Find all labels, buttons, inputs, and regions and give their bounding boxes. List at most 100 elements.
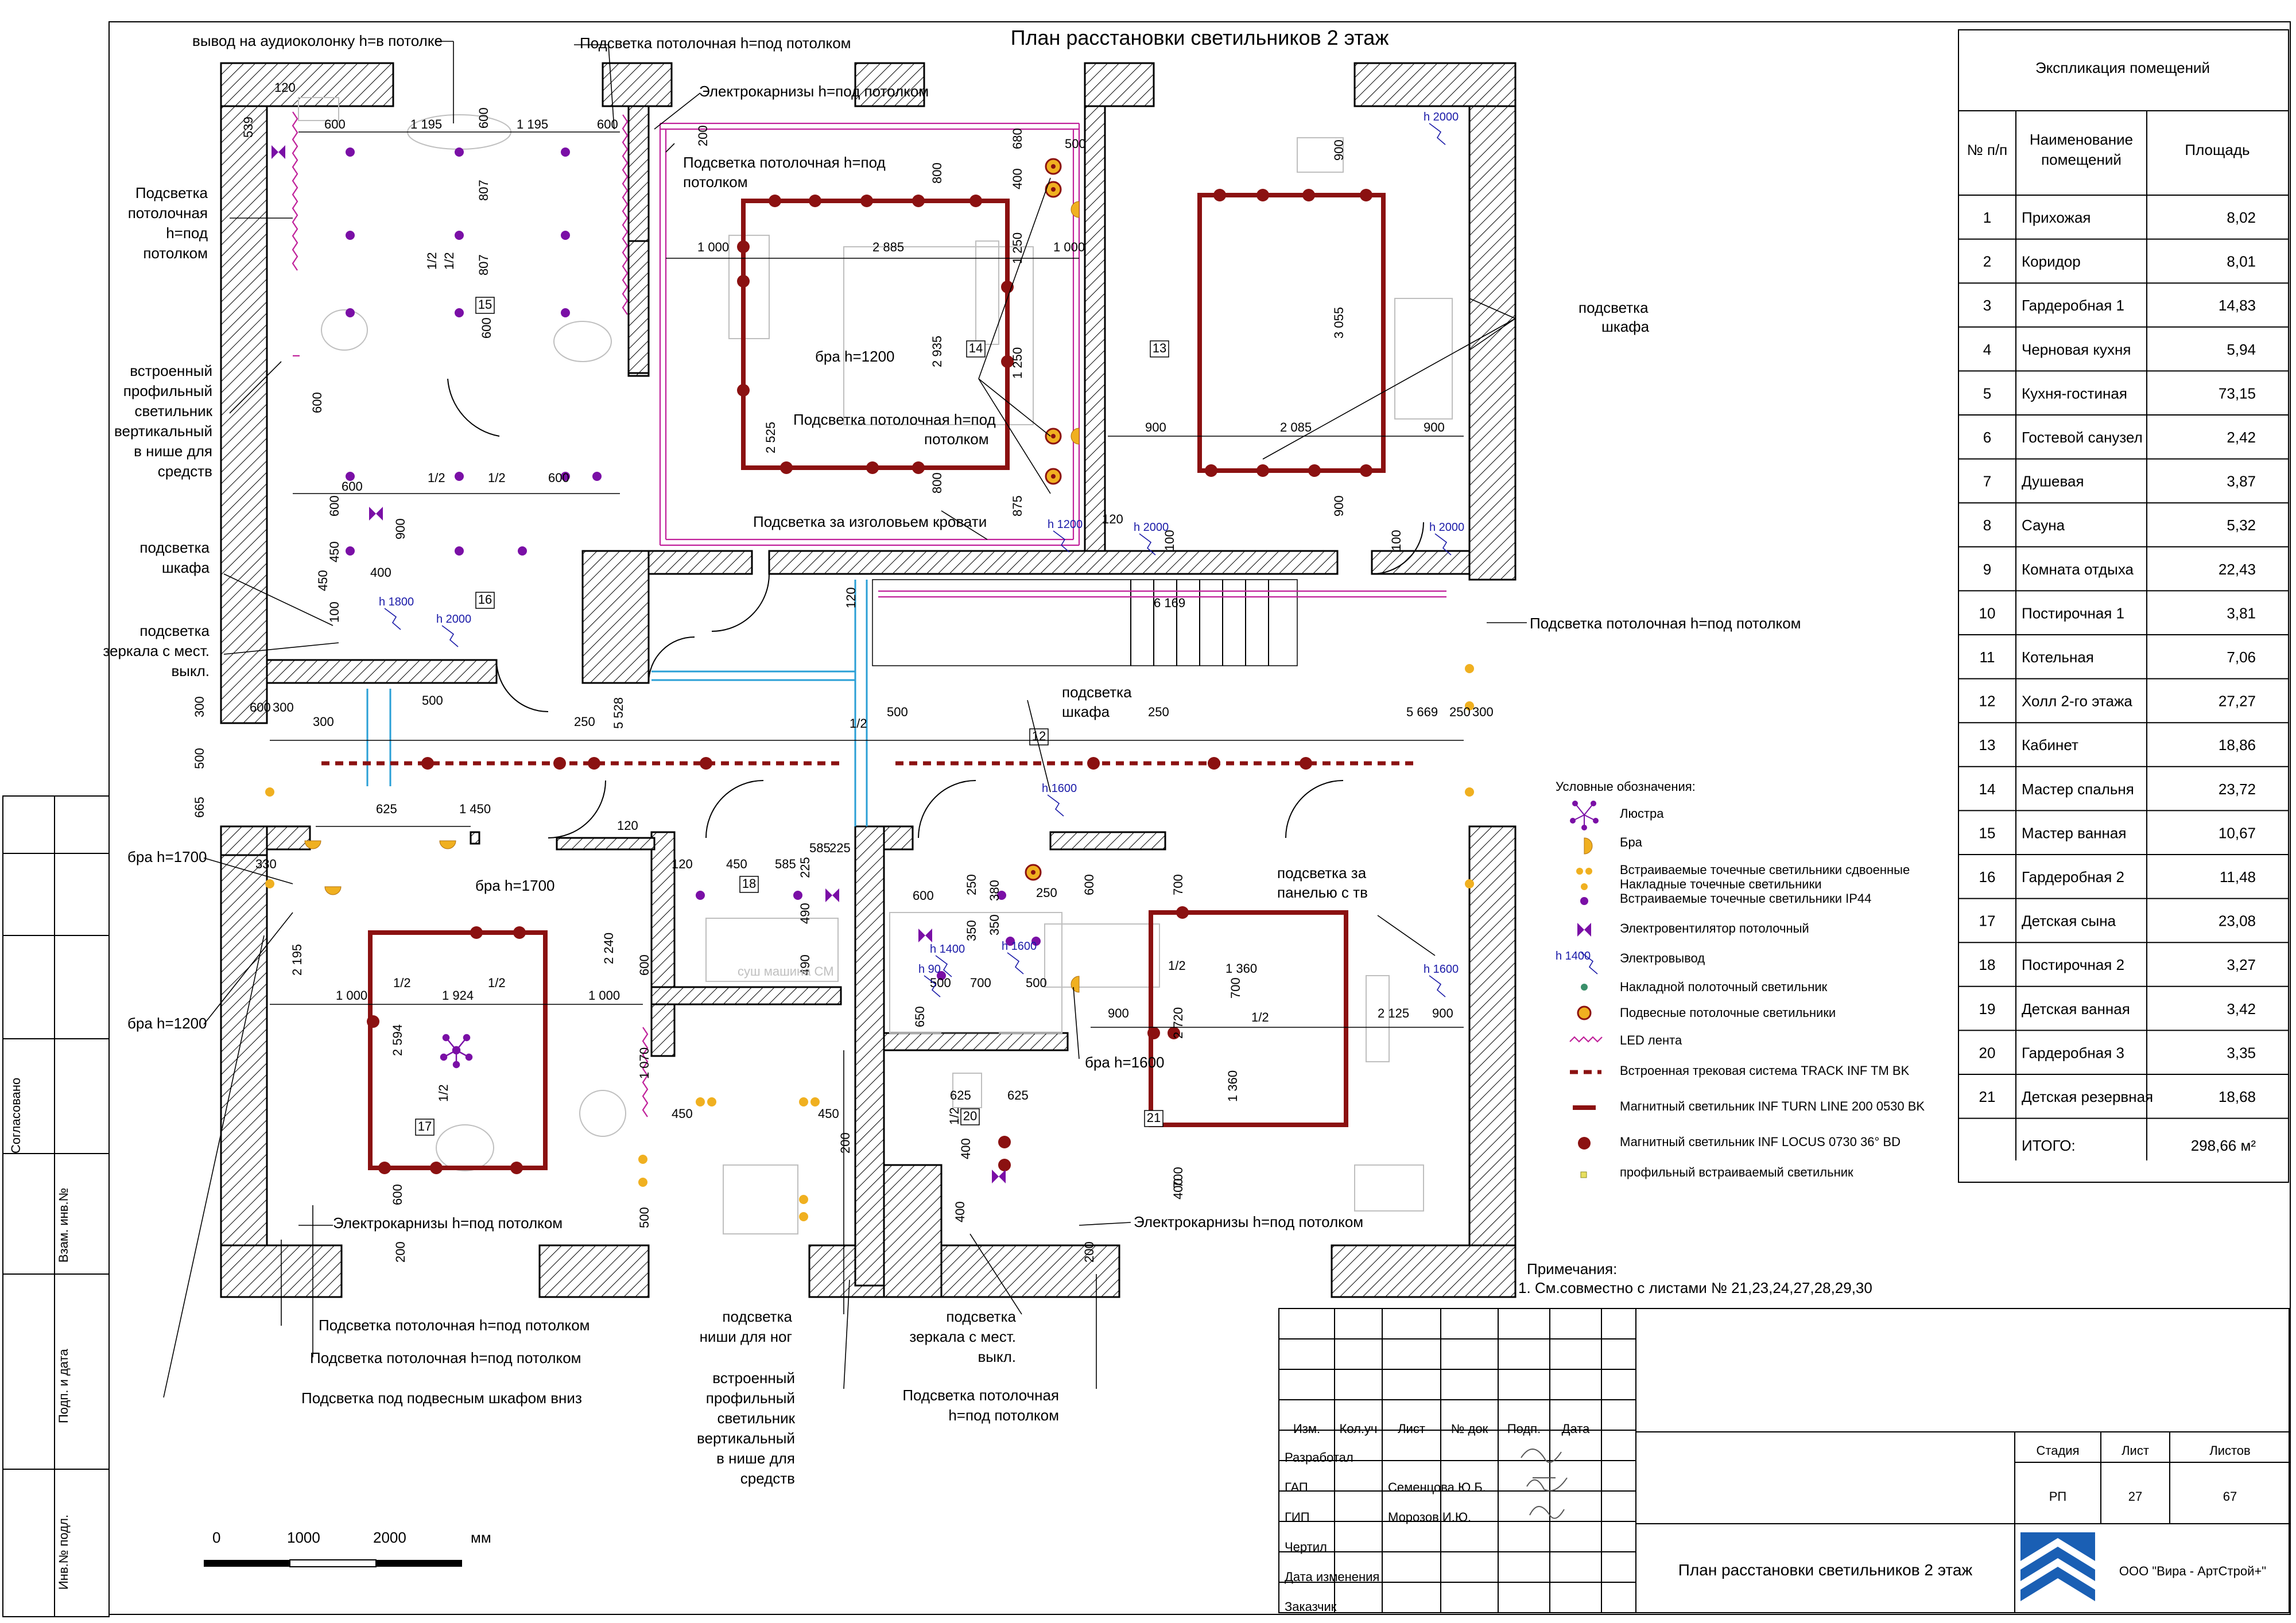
table-cell-name: Душевая bbox=[2022, 473, 2084, 490]
dimension-value: 2 525 bbox=[763, 422, 778, 453]
recessed-spot bbox=[455, 308, 464, 317]
legend-item-label: Встраиваемые точечные светильники IP44 bbox=[1620, 891, 1871, 906]
dimension-value: 2 240 bbox=[602, 933, 616, 964]
table-cell-num: 20 bbox=[1979, 1044, 1996, 1061]
magnetic-light bbox=[510, 1162, 523, 1174]
stamp-header: Подп. bbox=[1507, 1422, 1541, 1436]
magnetic-spot-legend-icon bbox=[1578, 1137, 1591, 1150]
dimension-value: 120 bbox=[1102, 512, 1123, 526]
table-cell-area: 14,83 bbox=[2219, 297, 2256, 314]
table-cell-name: Гардеробная 2 bbox=[2022, 868, 2124, 886]
table-cell-num: 21 bbox=[1979, 1088, 1996, 1105]
dimension-value: 900 bbox=[1108, 1006, 1129, 1020]
room-number: 13 bbox=[1153, 341, 1166, 355]
dimension-value: 1/2 bbox=[428, 471, 445, 485]
cable-outlet-tag: h 2000 bbox=[1424, 111, 1459, 123]
legend-item-label: Электровывод bbox=[1620, 951, 1705, 965]
table-cell-area: 18,86 bbox=[2219, 736, 2256, 754]
legend: Условные обозначения: ЛюстраБраВстраивае… bbox=[1556, 779, 1925, 1179]
table-cell-name: Детская резервная bbox=[2022, 1088, 2153, 1105]
dimension-value: 200 bbox=[393, 1241, 408, 1263]
dimension-value: 600 bbox=[324, 117, 346, 131]
pendant-core bbox=[1031, 870, 1035, 875]
cable-outlet-icon bbox=[1139, 533, 1156, 556]
dimension-lines bbox=[270, 131, 1464, 1034]
magnetic-light bbox=[1256, 464, 1269, 477]
dimension-value: 1 000 bbox=[588, 988, 620, 1003]
recessed-spot bbox=[696, 891, 705, 900]
notes-text: 1. См.совместно с листами № 21,23,24,27,… bbox=[1518, 1279, 1872, 1296]
pendant-core bbox=[1051, 164, 1056, 169]
svg-text:2000: 2000 bbox=[373, 1529, 406, 1546]
svg-text:Согласовано: Согласовано bbox=[9, 1078, 23, 1154]
label-profile-b-3: светильник bbox=[717, 1410, 795, 1427]
side-stamp: Согласовано Взам. инв.№ Подп. и дата Инв… bbox=[2, 795, 110, 1617]
dimension-value: 700 bbox=[1228, 977, 1243, 999]
dimension-value: 1/2 bbox=[488, 471, 506, 485]
label-feet-2: ниши для ног bbox=[700, 1328, 792, 1345]
table-cell-area: 10,67 bbox=[2219, 824, 2256, 841]
stamp-role: Чертил bbox=[1285, 1540, 1327, 1554]
double-spot bbox=[638, 1178, 647, 1187]
explication-table: Экспликация помещений № п/пНаименованиеп… bbox=[1958, 29, 2289, 1183]
dimension-value: 700 bbox=[970, 976, 991, 990]
recessed-spot bbox=[793, 891, 802, 900]
table-cell-name: Кухня-гостиная bbox=[2022, 385, 2127, 402]
dimension-value: 2 720 bbox=[1171, 1007, 1185, 1039]
plan-labels: вывод на аудиоколонку h=в потолке Подсве… bbox=[103, 32, 1801, 1487]
table-cell-name: Прихожая bbox=[2022, 209, 2091, 226]
magnetic-light bbox=[860, 195, 873, 207]
dimension-value: 250 bbox=[1148, 705, 1169, 719]
magnetic-light bbox=[470, 926, 483, 939]
recessed-spot bbox=[346, 546, 355, 556]
dimension-value: 900 bbox=[1332, 495, 1346, 517]
recessed-spot bbox=[561, 472, 570, 481]
dimension-value: 350 bbox=[964, 920, 979, 941]
dimension-value: 400 bbox=[1010, 168, 1025, 189]
dimension-value: 1 000 bbox=[1053, 240, 1085, 254]
dimension-value: 1 450 bbox=[459, 802, 491, 816]
table-cell-name: Гардеробная 3 bbox=[2022, 1044, 2124, 1061]
table-header: Наименование bbox=[2030, 131, 2133, 148]
label-wardrobe-left-2: шкафа bbox=[162, 559, 210, 576]
recessed-spot bbox=[561, 147, 570, 157]
stamp-stage-value: 27 bbox=[2128, 1489, 2142, 1504]
label-ceiling-left-3: h=под bbox=[166, 224, 208, 242]
dimension-value: 6 169 bbox=[1154, 596, 1185, 610]
label-profile-left-1: встроенный bbox=[130, 362, 212, 379]
surface-spot-legend-icon bbox=[1581, 883, 1588, 890]
table-cell-area: 5,94 bbox=[2227, 341, 2256, 358]
recessed-spot bbox=[455, 231, 464, 240]
pendant-core bbox=[1051, 474, 1056, 479]
table-cell-area: 23,72 bbox=[2219, 781, 2256, 798]
svg-text:0: 0 bbox=[212, 1529, 220, 1546]
recessed-spot bbox=[346, 472, 355, 481]
label-ceiling-right: Подсветка потолочная h=под потолком bbox=[1530, 615, 1801, 632]
sconce-icon bbox=[304, 840, 321, 849]
table-cell-name: Постирочная 2 bbox=[2022, 956, 2124, 973]
label-profile-left-6: средств bbox=[158, 463, 212, 480]
dimension-value: 500 bbox=[422, 693, 443, 708]
dimension-value: 1/2 bbox=[425, 252, 439, 270]
dimension-value: 625 bbox=[950, 1088, 971, 1102]
sconce-legend-icon bbox=[1584, 837, 1593, 855]
table-cell-num: 4 bbox=[1983, 341, 1991, 358]
label-wardrobe-12-line1: подсветка bbox=[1062, 684, 1132, 701]
dimension-value: 490 bbox=[798, 903, 812, 924]
table-cell-area: 3,87 bbox=[2227, 473, 2256, 490]
profile-legend-icon bbox=[1580, 1171, 1587, 1178]
label-cornice-17: Электрокарнизы h=под потолком bbox=[333, 1214, 563, 1232]
cable-outlet-icon bbox=[924, 975, 941, 997]
recessed-spot bbox=[997, 891, 1006, 900]
dimension-value: 225 bbox=[798, 857, 812, 878]
dimension-value: 600 bbox=[390, 1184, 405, 1205]
recessed-spot bbox=[937, 971, 946, 980]
table-cell-name: Сауна bbox=[2022, 517, 2065, 534]
double-spot bbox=[799, 1212, 808, 1221]
dimension-value: 900 bbox=[393, 518, 408, 539]
logo-chevron bbox=[2020, 1578, 2095, 1607]
magnetic-light bbox=[737, 240, 750, 253]
stamp-header: Дата bbox=[1562, 1422, 1590, 1436]
room-number-box bbox=[475, 592, 495, 609]
